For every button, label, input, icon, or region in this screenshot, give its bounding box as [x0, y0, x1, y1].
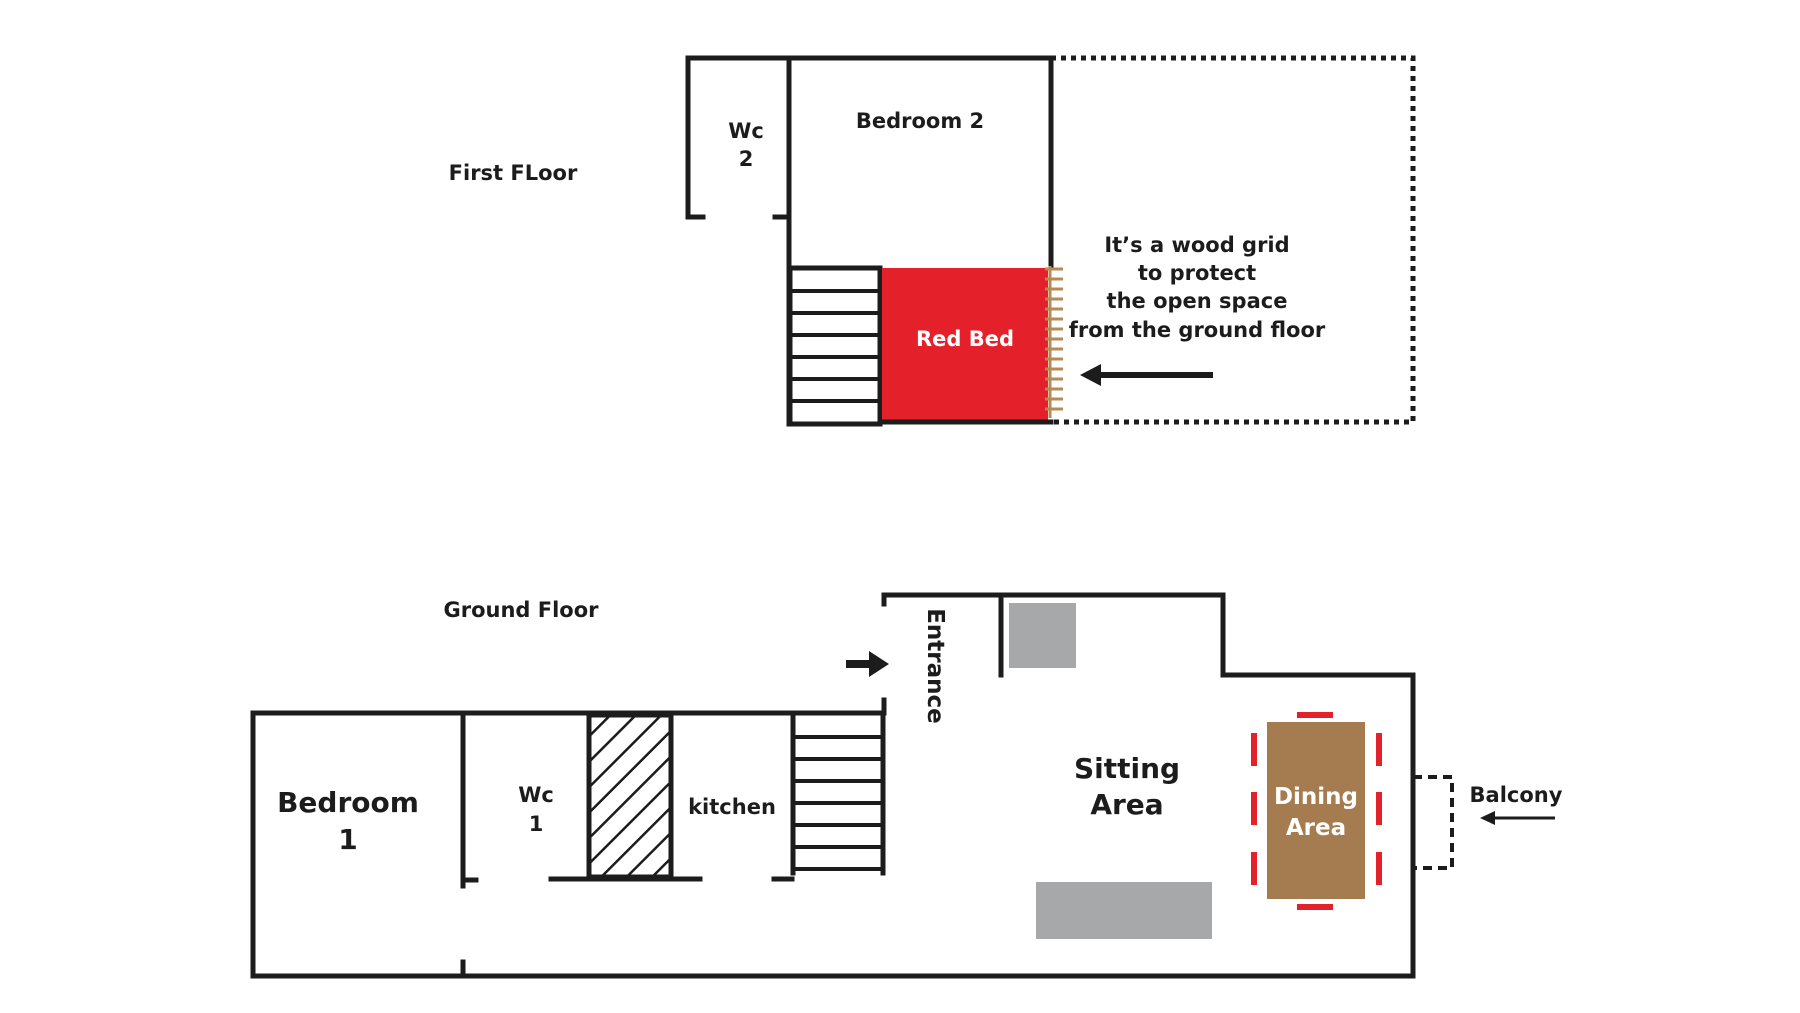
bedroom1-label-line1: Bedroom — [277, 786, 419, 819]
open-space-dotted-boundary — [1051, 55, 1416, 425]
red-bed — [882, 268, 1048, 421]
entrance-arrow-icon — [846, 651, 889, 677]
dining-label-line1: Dining — [1274, 784, 1358, 810]
note-line-2: to protect — [1138, 261, 1256, 285]
balcony-arrow-icon — [1480, 811, 1555, 825]
hatched-column — [586, 712, 674, 880]
ground-floor-outer-walls — [250, 592, 1416, 979]
bedroom2-label: Bedroom 2 — [856, 109, 984, 133]
first-floor: First FLoor — [449, 55, 1416, 427]
ground-floor-title: Ground Floor — [443, 598, 599, 622]
wood-grid-arrow-icon — [1080, 364, 1213, 386]
first-floor-stair-steps — [790, 289, 880, 403]
entrance-label: Entrance — [922, 608, 948, 724]
wood-grid-note: It’s a wood grid to protect the open spa… — [1069, 233, 1326, 342]
sitting-label-line1: Sitting — [1074, 752, 1180, 785]
ground-floor-stairs — [790, 710, 886, 876]
red-bed-label: Red Bed — [916, 327, 1014, 351]
note-line-1: It’s a wood grid — [1104, 233, 1289, 257]
dining-label-line2: Area — [1286, 815, 1346, 841]
dining-table — [1267, 722, 1365, 899]
grey-cabinet — [1009, 603, 1076, 668]
wc2-walls — [685, 55, 792, 220]
first-floor-stairs — [787, 265, 883, 427]
kitchen-label: kitchen — [688, 795, 776, 819]
dining-chairs — [1251, 712, 1382, 910]
balcony-outline — [1413, 775, 1454, 870]
wood-grid — [1045, 266, 1063, 418]
bedroom2-walls — [786, 55, 1054, 271]
note-line-3: the open space — [1107, 289, 1288, 313]
balcony-label: Balcony — [1470, 783, 1563, 807]
wc2-label-line1: Wc — [728, 119, 764, 143]
bedroom1-label-line2: 1 — [338, 823, 357, 856]
ground-floor: Ground Floor — [250, 592, 1563, 979]
wc1-label-line1: Wc — [518, 783, 554, 807]
sitting-label-line2: Area — [1090, 788, 1163, 821]
wc2-label-line2: 2 — [739, 147, 754, 171]
note-line-4: from the ground floor — [1069, 318, 1326, 342]
wc1-label-line2: 1 — [529, 812, 544, 836]
first-floor-title: First FLoor — [449, 161, 578, 185]
grey-sofa — [1036, 882, 1212, 939]
